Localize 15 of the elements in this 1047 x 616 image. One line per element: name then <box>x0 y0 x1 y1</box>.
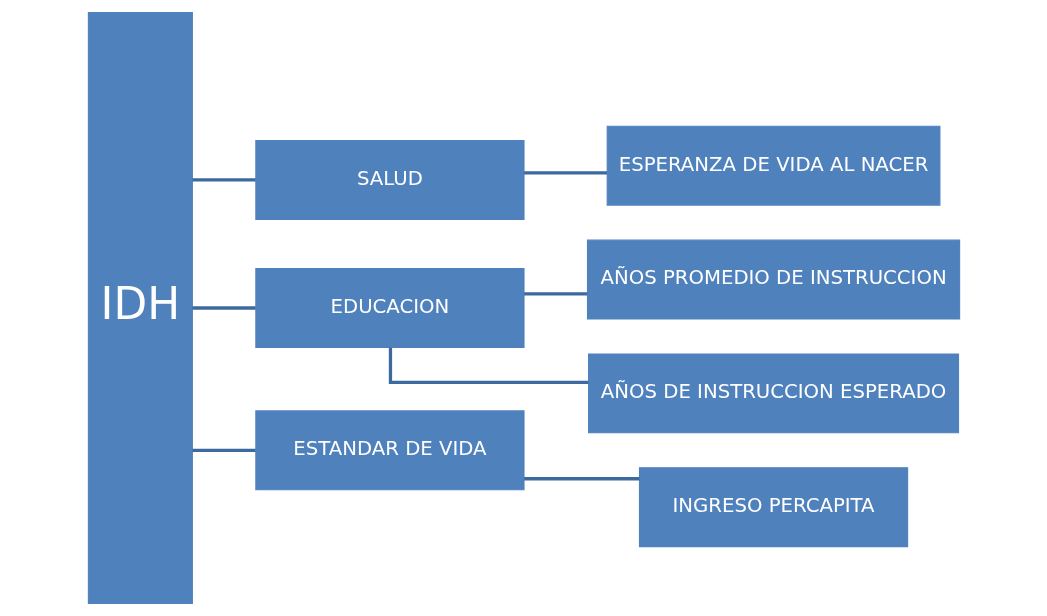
node-box: ESPERANZA DE VIDA AL NACER <box>606 125 940 206</box>
node-box: SALUD <box>254 140 525 220</box>
connector <box>191 178 256 182</box>
node-box: INGRESO PERCAPITA <box>638 467 908 548</box>
node-box: ESTANDAR DE VIDA <box>254 410 525 491</box>
node-box: EDUCACION <box>254 268 525 348</box>
node-box: AÑOS PROMEDIO DE INSTRUCCION <box>586 239 960 320</box>
node-box: IDH <box>87 11 193 605</box>
connector <box>388 347 588 385</box>
connector <box>523 477 639 481</box>
node-box: AÑOS DE INSTRUCCION ESPERADO <box>587 353 959 434</box>
connector <box>191 306 256 310</box>
connector <box>523 171 607 175</box>
connector <box>191 448 256 452</box>
connector <box>523 292 587 296</box>
